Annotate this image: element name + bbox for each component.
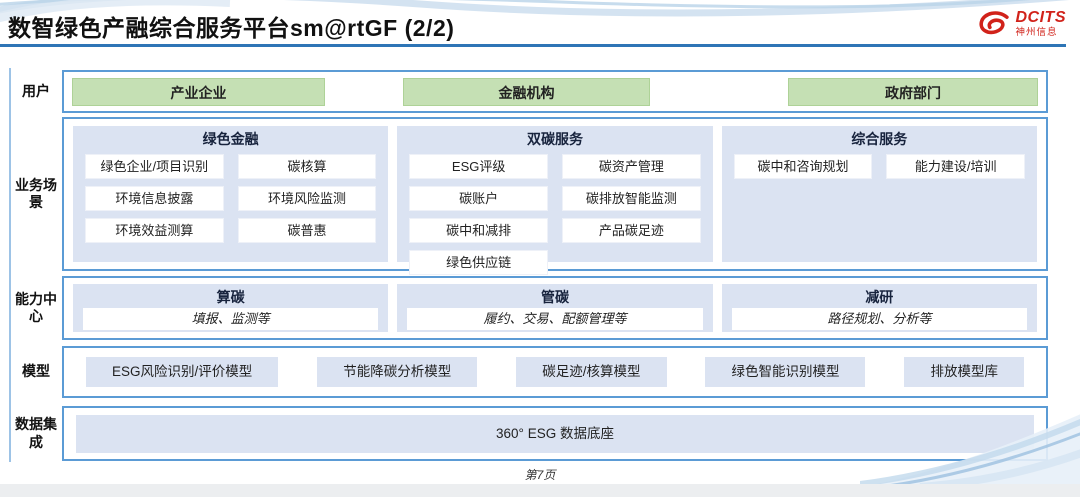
company-logo: DCITS 神州信息	[978, 10, 1067, 38]
capability-title: 减研	[865, 289, 894, 305]
business-item: 绿色企业/项目识别	[85, 154, 224, 179]
business-item: ESG评级	[409, 154, 548, 179]
models-row: ESG风险识别/评价模型 节能降碳分析模型 碳足迹/核算模型 绿色智能识别模型 …	[62, 346, 1048, 398]
user-box-government: 政府部门	[788, 77, 1038, 106]
panel-green-finance: 绿色金融 绿色企业/项目识别 碳核算 环境信息披露 环境风险监测 环境效益测算 …	[73, 126, 389, 262]
model-box: ESG风险识别/评价模型	[86, 357, 279, 387]
dcits-swirl-icon	[978, 10, 1009, 34]
business-item: 碳资产管理	[561, 154, 701, 179]
panel-header: 双碳服务	[526, 131, 583, 147]
business-item: 碳排放智能监测	[561, 186, 701, 211]
capability-panel-count: 算碳 填报、监测等	[73, 284, 389, 332]
business-item: 环境风险监测	[237, 186, 377, 211]
business-item: 碳核算	[237, 154, 377, 179]
data-integration-row: 360° ESG 数据底座	[62, 406, 1048, 461]
business-item: 能力建设/培训	[886, 154, 1025, 179]
business-item: 碳中和咨询规划	[733, 154, 873, 179]
capability-title: 管碳	[540, 289, 569, 305]
model-box: 节能降碳分析模型	[317, 357, 478, 387]
bottom-strip	[0, 484, 1080, 497]
users-row: 产业企业 金融机构 政府部门	[62, 70, 1048, 113]
esg-data-base-box: 360° ESG 数据底座	[76, 414, 1034, 453]
panel-header: 综合服务	[851, 131, 908, 147]
row-label-models: 模型	[22, 363, 50, 380]
row-label-users: 用户	[22, 82, 50, 99]
title-underline	[0, 44, 1066, 47]
panel-comprehensive: 综合服务 碳中和咨询规划 能力建设/培训	[721, 126, 1037, 262]
business-item: 绿色供应链	[409, 250, 548, 275]
capability-title: 算碳	[216, 289, 245, 305]
capability-panel-manage: 管碳 履约、交易、配额管理等	[397, 284, 713, 332]
user-box-industry: 产业企业	[72, 77, 325, 106]
business-item: 环境效益测算	[85, 218, 224, 243]
page-title: 数智绿色产融综合服务平台sm@rtGF (2/2)	[8, 15, 455, 41]
business-item: 碳账户	[409, 186, 548, 211]
capability-desc: 路径规划、分析等	[731, 308, 1027, 330]
user-box-finance: 金融机构	[403, 77, 650, 106]
capability-row: 算碳 填报、监测等 管碳 履约、交易、配额管理等 减研 路径规划、分析等	[62, 276, 1048, 340]
logo-brand-text: DCITS	[1015, 9, 1066, 26]
capability-desc: 填报、监测等	[83, 308, 379, 330]
row-label-data: 数据集成	[15, 416, 57, 450]
row-label-capability: 能力中心	[15, 290, 57, 325]
business-item: 碳普惠	[237, 218, 377, 243]
panel-header: 绿色金融	[202, 131, 259, 147]
business-row: 绿色金融 绿色企业/项目识别 碳核算 环境信息披露 环境风险监测 环境效益测算 …	[62, 117, 1048, 275]
business-item: 碳中和减排	[409, 218, 548, 243]
row-label-business: 业务场景	[15, 176, 57, 211]
logo-sub-text: 神州信息	[1015, 27, 1058, 38]
model-box: 排放模型库	[904, 357, 1024, 387]
panel-dual-carbon: 双碳服务 ESG评级 碳资产管理 碳账户 碳排放智能监测 碳中和减排 产品碳足迹…	[397, 126, 713, 275]
left-accent-line	[9, 68, 11, 462]
model-box: 碳足迹/核算模型	[516, 357, 667, 387]
capability-panel-reduce: 减研 路径规划、分析等	[721, 284, 1037, 332]
capability-desc: 履约、交易、配额管理等	[407, 308, 703, 330]
page-number: 第7页	[524, 468, 556, 482]
model-box: 绿色智能识别模型	[705, 357, 866, 387]
business-item: 环境信息披露	[85, 186, 224, 211]
business-item: 产品碳足迹	[561, 218, 701, 243]
